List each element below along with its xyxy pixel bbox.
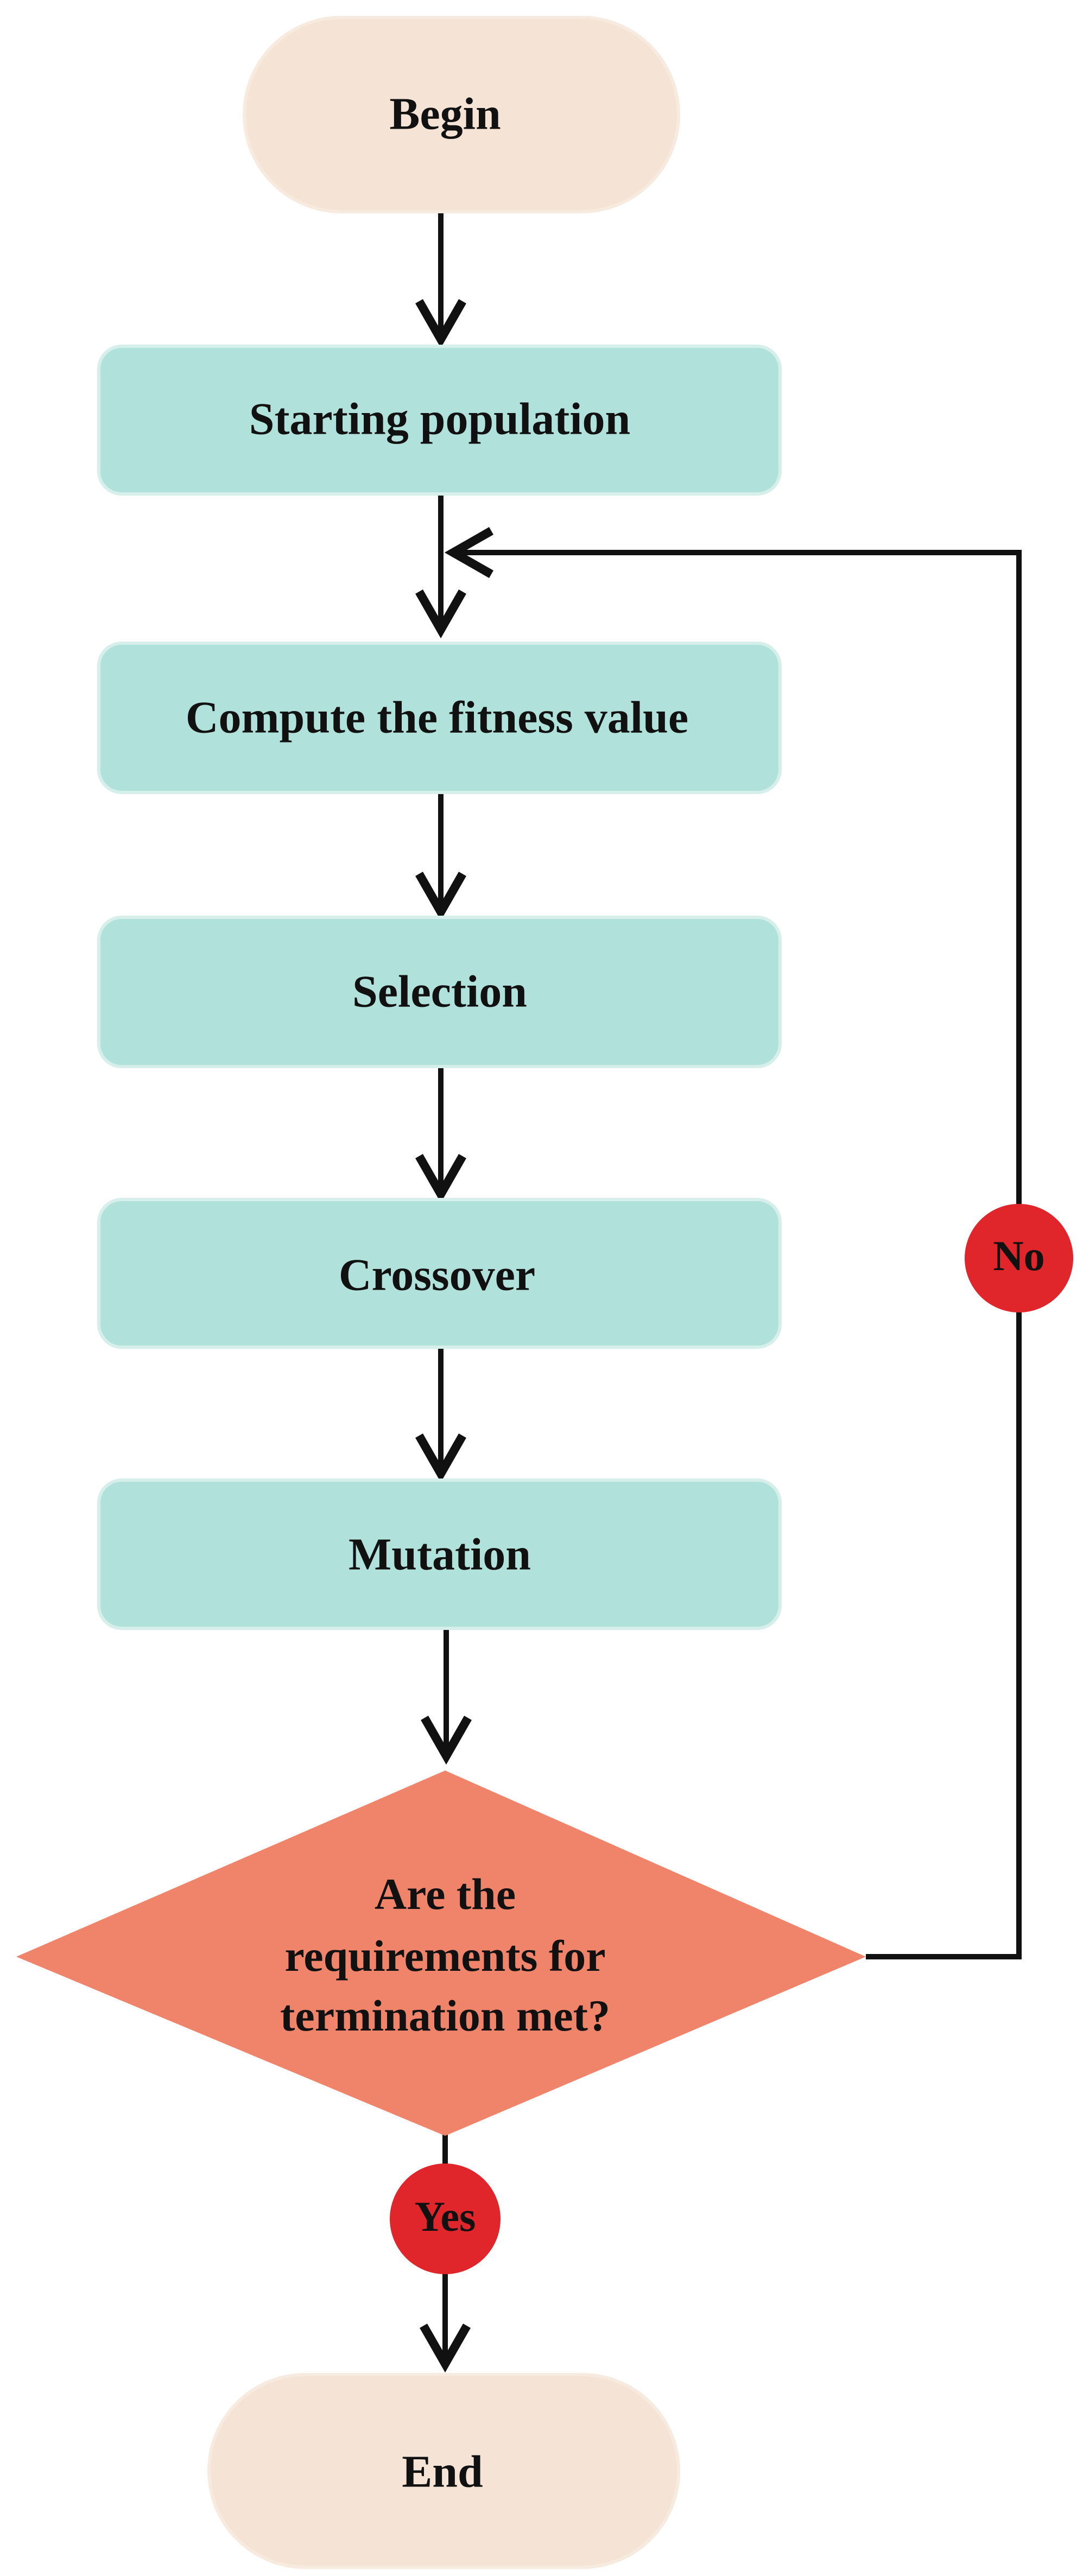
starting-population-node: Starting population xyxy=(97,345,782,496)
no-label: No xyxy=(993,1232,1044,1279)
no-badge: No xyxy=(965,1204,1073,1312)
yes-label: Yes xyxy=(415,2193,476,2240)
starting-population-label: Starting population xyxy=(249,394,631,444)
mutation-label: Mutation xyxy=(349,1529,531,1579)
compute-fitness-node: Compute the fitness value xyxy=(97,642,782,794)
crossover-node: Crossover xyxy=(97,1198,782,1349)
end-label: End xyxy=(402,2446,483,2497)
begin-label: Begin xyxy=(389,88,501,139)
decision-line-1: Are the xyxy=(375,1869,516,1919)
selection-label: Selection xyxy=(352,966,527,1017)
begin-node: Begin xyxy=(243,16,680,213)
compute-fitness-label: Compute the fitness value xyxy=(186,692,688,743)
selection-node: Selection xyxy=(97,916,782,1068)
mutation-node: Mutation xyxy=(97,1479,782,1630)
decision-line-3: termination met? xyxy=(280,1991,610,2040)
yes-badge: Yes xyxy=(390,2163,501,2274)
decision-line-2: requirements for xyxy=(284,1931,605,1981)
termination-decision-node: Are the requirements for termination met… xyxy=(16,1771,866,2136)
end-node: End xyxy=(207,2373,680,2569)
crossover-label: Crossover xyxy=(339,1249,535,1300)
